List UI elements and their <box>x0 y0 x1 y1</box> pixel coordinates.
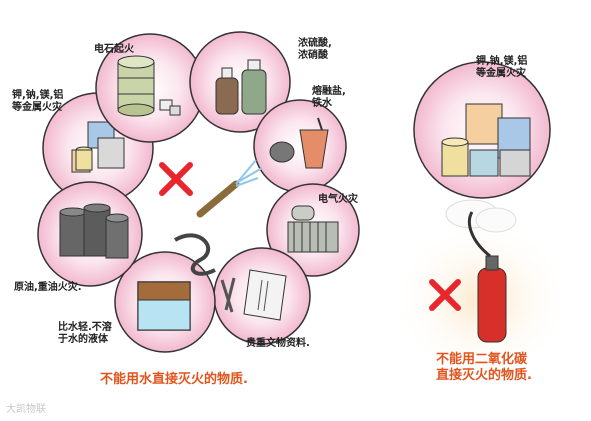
oil-drums-icon <box>59 203 129 259</box>
molten-salt-bucket-icon <box>269 117 329 169</box>
label-carbide: 电石起火 <box>94 44 134 55</box>
label-electric: 电气火灾 <box>318 194 358 205</box>
cross-mark-left <box>159 162 193 196</box>
caption-right: 不能用二氧化碳 直接灭火的物质. <box>436 352 532 383</box>
bubble-oil <box>37 181 143 287</box>
fire-extinguisher-icon <box>467 211 507 343</box>
bubble-electric <box>266 183 360 277</box>
watermark: 大凯物联 <box>6 404 46 415</box>
caption-left: 不能用水直接灭火的物质. <box>100 372 248 387</box>
metal-blocks-icon <box>441 103 531 177</box>
acid-bottles-icon <box>215 59 267 115</box>
label-oil: 原油,重油火灾. <box>14 282 82 293</box>
transformer-icon <box>287 205 339 253</box>
label-right-alkali-metal: 钾,钠,镁,铝 等金属火灾 <box>476 56 528 79</box>
water-hose-icon <box>173 159 263 276</box>
bubble-molten-salt <box>253 99 347 193</box>
bubble-light-liquid <box>114 251 216 353</box>
metal-blocks-icon <box>71 121 125 173</box>
bubble-relics <box>213 247 311 345</box>
label-alkali-metal: 钾,钠,镁,铝 等金属火灾 <box>12 90 64 113</box>
carbide-can-icon <box>117 55 181 117</box>
relics-book-icon <box>220 269 287 321</box>
label-molten-salt: 熔融盐, 铁水 <box>312 86 346 109</box>
beaker-icon <box>137 281 191 331</box>
label-relics: 贵重文物资料. <box>246 338 310 349</box>
label-light-liquid: 比水轻.不溶 于水的液体 <box>58 322 112 345</box>
label-acid: 浓硫酸, 浓硝酸 <box>298 38 332 61</box>
bubble-right-alkali-metal <box>413 61 551 199</box>
cross-mark-right <box>429 279 461 311</box>
bubble-acid <box>189 31 291 133</box>
